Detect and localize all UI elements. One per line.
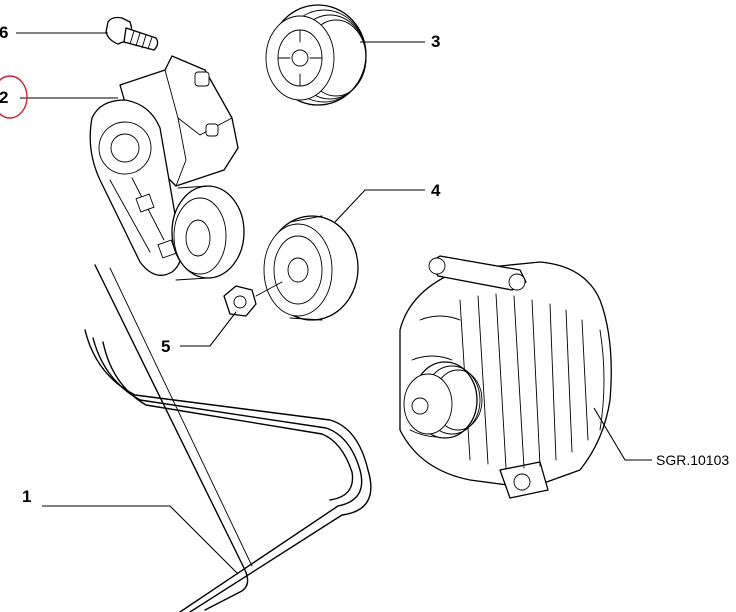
poly-v-belt xyxy=(84,264,372,612)
leader-line-1 xyxy=(42,505,239,575)
callout-2-highlight-circle xyxy=(0,75,28,119)
bolt xyxy=(105,16,159,51)
idler-pulley-grooved xyxy=(265,4,367,106)
leader-line-5 xyxy=(180,311,237,347)
callout-5: 5 xyxy=(161,337,170,356)
callout-1: 1 xyxy=(22,487,31,506)
idler-pulley xyxy=(263,215,359,321)
callout-6: 6 xyxy=(0,23,8,42)
reference-code: SGR.10103 xyxy=(656,452,729,468)
callout-3: 3 xyxy=(431,32,440,51)
nut xyxy=(223,281,283,317)
leader-line-4 xyxy=(334,189,425,223)
belt-tensioner xyxy=(89,55,245,281)
callout-4: 4 xyxy=(431,181,441,200)
leader-line-ref xyxy=(593,407,652,461)
alternator xyxy=(399,255,612,499)
callout-2: 2 xyxy=(0,88,8,107)
